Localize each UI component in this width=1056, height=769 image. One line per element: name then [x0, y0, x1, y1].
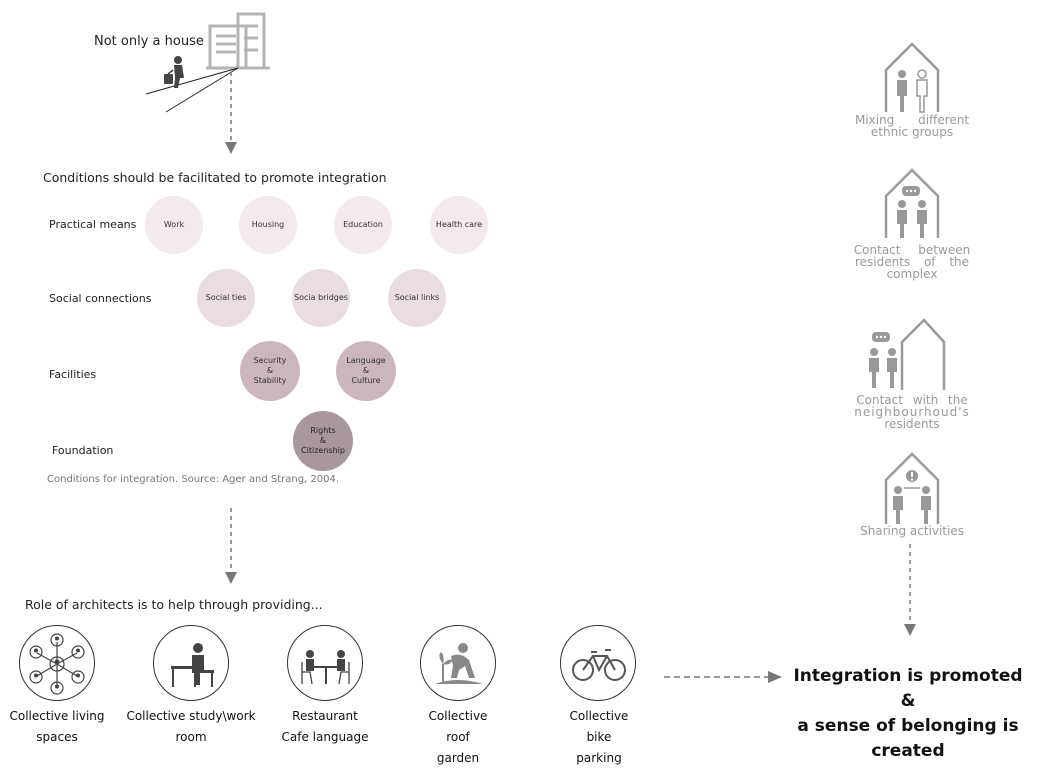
study-room-circle — [153, 625, 229, 701]
bike-parking-circle — [560, 625, 636, 701]
house-caption: Not only a house — [94, 34, 204, 49]
neighbourhood-chat-icon — [869, 318, 946, 390]
circle-language-culture: Language & Culture — [336, 341, 396, 401]
circle-social-links: Social links — [388, 269, 446, 327]
caption-study-room-1: Collective study\work — [126, 709, 256, 723]
row-label-facilities: Facilities — [49, 368, 97, 381]
caption-roof-garden-1: Collective roof — [428, 709, 488, 744]
rights-line-1: Rights — [310, 426, 336, 435]
people-network-icon — [29, 633, 85, 695]
rights-line-3: Citizenship — [301, 446, 345, 455]
caption-roof-garden-2: garden — [436, 751, 480, 765]
caption-collective-living: Collective living spaces — [0, 706, 114, 748]
caption-sharing-activities: Sharing activities — [852, 525, 972, 537]
caption-study-room-2: room — [175, 730, 207, 744]
caption-mixing-2: ethnic groups — [870, 125, 954, 139]
circle-health-care: Health care — [430, 196, 488, 254]
caption-contact-neighbourhood: Contact with the neighbourhoud's residen… — [852, 394, 972, 430]
caption-collective-living-1: Collective living — [9, 709, 105, 723]
caption-neighbourhood-2: neighbourhoud's — [854, 405, 970, 419]
row-label-practical: Practical means — [49, 218, 137, 231]
result-statement: Integration is promoted & a sense of bel… — [760, 664, 1056, 764]
caption-restaurant: Restaurant Cafe language — [268, 706, 382, 748]
caption-sharing-1: Sharing activities — [860, 524, 964, 538]
caption-restaurant-1: Restaurant — [292, 709, 358, 723]
language-line-2: & — [362, 366, 370, 375]
caption-contact-1: Contact between — [853, 243, 971, 257]
security-line-1: Security — [253, 356, 287, 365]
caption-mixing-1: Mixing different — [854, 113, 970, 127]
row-label-foundation: Foundation — [52, 444, 114, 457]
caption-contact-3: complex — [886, 267, 938, 281]
down-arrow-2 — [225, 508, 237, 584]
role-heading: Role of architects is to help through pr… — [25, 597, 323, 612]
caption-roof-garden: Collective roof garden — [402, 706, 514, 769]
circle-education: Education — [334, 196, 392, 254]
result-line-3: a sense of belonging is created — [797, 716, 1019, 761]
caption-neighbourhood-3: residents — [884, 417, 940, 431]
caption-mixing-groups: Mixing different ethnic groups — [852, 114, 972, 138]
house-chat-icon — [884, 168, 940, 238]
conditions-heading: Conditions should be facilitated to prom… — [43, 170, 387, 185]
caption-study-room: Collective study\work room — [114, 706, 268, 748]
caption-neighbourhood-1: Contact with the — [856, 393, 968, 407]
down-arrow-right — [904, 544, 916, 636]
restaurant-circle — [287, 625, 363, 701]
circle-social-bridges: Socia bridges — [292, 269, 350, 327]
rights-line-2: & — [319, 436, 327, 445]
security-line-2: & — [266, 366, 274, 375]
gardening-icon — [435, 643, 483, 684]
circle-rights-citizenship: Rights & Citizenship — [293, 411, 353, 471]
circle-security-stability: Security & Stability — [240, 341, 300, 401]
language-line-3: Culture — [351, 376, 381, 385]
circle-social-ties: Social ties — [197, 269, 255, 327]
result-line-1: Integration is promoted — [793, 666, 1023, 686]
cafe-table-icon — [301, 650, 350, 685]
caption-bike-parking: Collective bike parking — [542, 706, 656, 769]
caption-collective-living-2: spaces — [36, 730, 78, 744]
caption-bike-parking-1: Collective bike — [569, 709, 629, 744]
security-line-3: Stability — [253, 376, 287, 385]
circle-work: Work — [145, 196, 203, 254]
caption-contact-residents: Contact between residents of the complex — [852, 244, 972, 280]
caption-bike-parking-2: parking — [576, 751, 622, 765]
row-label-social: Social connections — [49, 292, 152, 305]
person-desk-icon — [171, 643, 214, 687]
building-traveler-icon — [145, 12, 270, 113]
result-line-2: & — [900, 691, 916, 711]
caption-restaurant-2: Cafe language — [281, 730, 369, 744]
collective-living-circle — [19, 625, 95, 701]
circle-housing: Housing — [239, 196, 297, 254]
source-note: Conditions for integration. Source: Ager… — [47, 474, 340, 485]
bicycle-icon — [572, 649, 626, 681]
down-arrow-1 — [225, 72, 237, 154]
house-two-people-icon — [884, 42, 940, 113]
caption-contact-2: residents of the — [854, 255, 970, 269]
language-line-1: Language — [346, 356, 386, 365]
right-arrow — [664, 671, 782, 683]
house-sharing-icon — [884, 452, 940, 524]
roof-garden-circle — [420, 625, 496, 701]
